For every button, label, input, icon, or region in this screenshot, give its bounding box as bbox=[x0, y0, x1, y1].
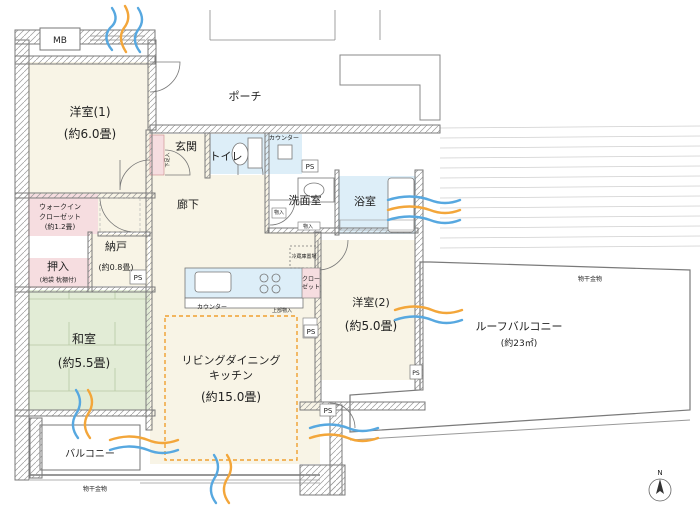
storage-size: (約0.8畳) bbox=[99, 262, 134, 272]
mb-box bbox=[39, 27, 81, 51]
north-compass: N bbox=[648, 469, 672, 502]
walls bbox=[14, 29, 441, 496]
fridge-label: 冷蔵庫置場 bbox=[291, 253, 316, 260]
wind-arrows bbox=[71, 4, 464, 505]
ps-label-2: PS bbox=[134, 274, 143, 282]
ldk-zone bbox=[164, 315, 298, 461]
porch-label: ポーチ bbox=[229, 90, 262, 103]
western-room-1-size: (約6.0畳) bbox=[64, 126, 116, 141]
storage-small-1: 物入 bbox=[274, 209, 284, 216]
western-room-1-floor bbox=[28, 62, 150, 194]
ps-boxes bbox=[129, 159, 423, 417]
shoe-box-label: 下足入 bbox=[165, 152, 171, 167]
exterior-stripes bbox=[439, 125, 700, 249]
drying-rack-left: 物干金物 bbox=[83, 485, 107, 493]
mb-label: MB bbox=[53, 36, 67, 46]
western-room-2-size: (約5.0畳) bbox=[345, 318, 397, 333]
corridor-floor bbox=[98, 175, 268, 232]
oshiire-note: (地袋 枕棚付) bbox=[40, 276, 77, 284]
oshiire-name: 押入 bbox=[47, 259, 69, 273]
ps-label-3: PS bbox=[307, 328, 316, 336]
walkin-size: (約1.2畳) bbox=[45, 222, 76, 231]
ldk-size: (約15.0畳) bbox=[201, 389, 261, 404]
ps-label-4: PS bbox=[412, 370, 420, 377]
roof-balcony-size: (約23㎡) bbox=[501, 337, 537, 349]
counter-kitchen-label: カウンター bbox=[197, 303, 227, 311]
western-room-2-floor bbox=[320, 240, 415, 380]
walkin-label-2: クローゼット bbox=[39, 212, 81, 221]
north-label: N bbox=[657, 469, 662, 477]
toilet-label: トイレ bbox=[210, 150, 243, 163]
walkin-label-1: ウォークイン bbox=[39, 203, 81, 211]
washroom-label: 洗面室 bbox=[289, 193, 322, 207]
washitsu-name: 和室 bbox=[72, 331, 96, 346]
roof-balcony-name: ルーフバルコニー bbox=[475, 320, 562, 333]
washitsu-size: (約5.5畳) bbox=[58, 355, 110, 370]
oshiire-floor bbox=[28, 258, 90, 288]
closet2-line-2: ゼット bbox=[302, 283, 320, 291]
western-room-2-name: 洋室(2) bbox=[352, 295, 390, 309]
storage-small-2: 物入 bbox=[303, 223, 313, 230]
ps-label-1: PS bbox=[306, 163, 315, 171]
ldk-line-2: キッチン bbox=[209, 369, 253, 382]
porch-area bbox=[150, 55, 340, 125]
walkin-closet-floor bbox=[28, 194, 98, 236]
ldk-floor bbox=[150, 232, 320, 464]
drying-rack-right: 物干金物 bbox=[578, 275, 602, 283]
balcony-label: バルコニー bbox=[65, 448, 115, 460]
western-room-1-name: 洋室(1) bbox=[70, 104, 111, 119]
closet2-line-1: クロー bbox=[302, 276, 320, 283]
ldk-line-1: リビングダイニング bbox=[182, 353, 281, 367]
bath-label: 浴室 bbox=[354, 194, 376, 208]
corridor-label: 廊下 bbox=[177, 197, 199, 211]
entrance-label: 玄関 bbox=[175, 139, 197, 153]
storage-name: 納戸 bbox=[105, 240, 127, 253]
ps-label-5: PS bbox=[324, 407, 333, 415]
upper-storage-label: 上部物入 bbox=[272, 307, 292, 314]
counter-top-label: カウンター bbox=[269, 134, 299, 142]
